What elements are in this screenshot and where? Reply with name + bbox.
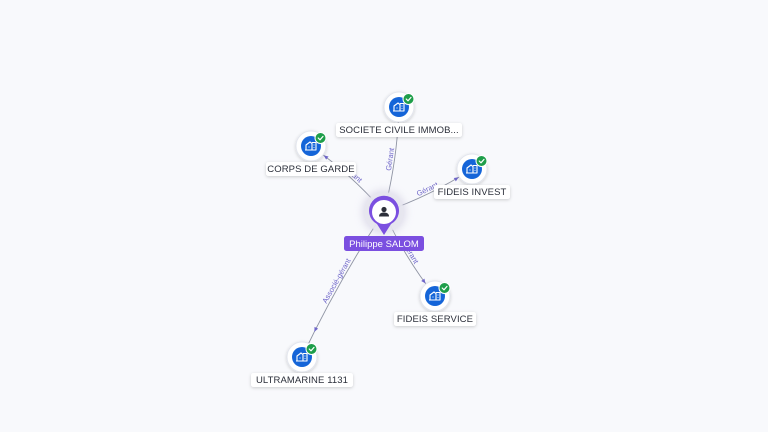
nodes-layer: SOCIETE CIVILE IMMOB... CORPS DE GARDE FID… <box>251 91 510 387</box>
company-label-box <box>251 373 353 387</box>
building-icon <box>296 352 308 362</box>
check-icon <box>314 132 327 144</box>
building-icon <box>393 102 405 112</box>
building-icon <box>305 141 317 151</box>
company-label-box <box>394 312 476 326</box>
edge-label-ultramarine: Associé-gérant <box>320 256 353 305</box>
edge-ultramarine <box>301 211 385 358</box>
company-node-corps-de-garde[interactable]: CORPS DE GARDE <box>266 130 356 176</box>
edge-arrow-icon <box>421 278 426 284</box>
edge-arrow-icon <box>314 326 319 332</box>
company-label: FIDEIS INVEST <box>438 187 507 198</box>
center-layer: Philippe SALOM <box>344 190 424 251</box>
check-icon <box>402 93 415 105</box>
building-icon <box>466 164 478 174</box>
company-node-ultramarine[interactable]: ULTRAMARINE 1131 <box>251 341 353 387</box>
edge-arrow-icon <box>323 155 329 160</box>
company-label: ULTRAMARINE 1131 <box>256 375 348 386</box>
company-node-fideis-invest[interactable]: FIDEIS INVEST <box>434 153 510 199</box>
company-node-fideis-service[interactable]: FIDEIS SERVICE <box>394 280 476 326</box>
company-label: FIDEIS SERVICE <box>397 314 473 325</box>
check-icon <box>438 282 451 294</box>
company-label-box <box>434 185 510 199</box>
edge-arrow-icon <box>453 177 459 182</box>
company-label-box <box>336 123 462 137</box>
edge-label-societe-civile: Gérant <box>384 146 396 171</box>
person-label: Philippe SALOM <box>349 239 419 250</box>
company-label: CORPS DE GARDE <box>267 164 354 175</box>
person-icon <box>379 206 389 217</box>
check-icon <box>305 343 318 355</box>
company-label: SOCIETE CIVILE IMMOB... <box>339 125 459 136</box>
company-node-societe-civile[interactable]: SOCIETE CIVILE IMMOB... <box>336 91 462 137</box>
check-icon <box>475 155 488 167</box>
building-icon <box>429 291 441 301</box>
company-label-box <box>266 162 356 176</box>
person-node[interactable]: Philippe SALOM <box>344 190 424 251</box>
person-label-box <box>344 236 424 251</box>
